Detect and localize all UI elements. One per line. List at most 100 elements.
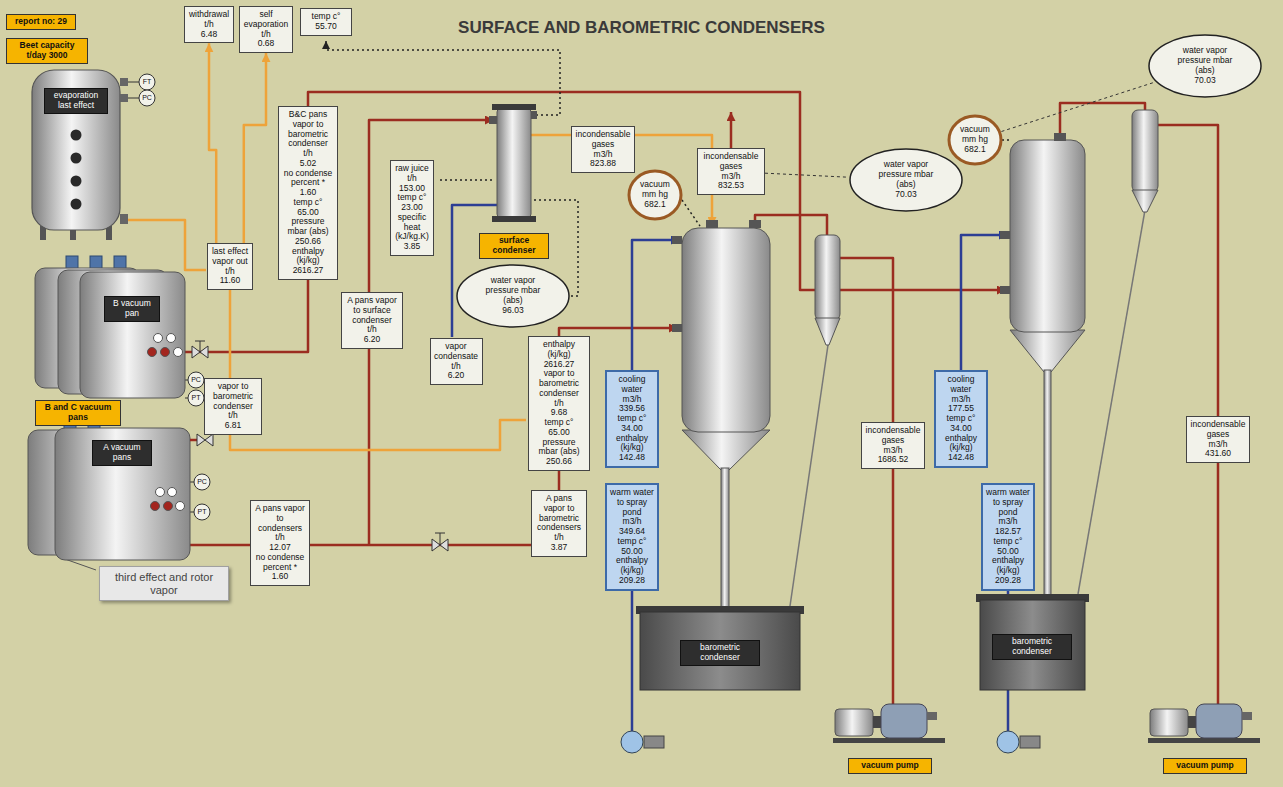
text-stack: cooling waterm3/h339.56temp c°34.00entha…	[610, 375, 654, 463]
vacuum-pan	[156, 488, 165, 497]
vacuum-pump-symbol	[833, 704, 1260, 743]
text-stack: vacuummm hg682.1	[639, 180, 671, 209]
equipment-tag: vacuum pump	[1163, 758, 1247, 774]
instrument-tag: FT	[137, 77, 157, 87]
flow-box: self evaporationt/h0.68	[239, 6, 293, 53]
node-text: 823.88	[575, 159, 631, 169]
node-text: mm hg	[639, 190, 671, 200]
text-stack: vacuummm hg682.1	[959, 125, 991, 154]
node-text: 349.64	[610, 527, 654, 537]
node-text: 1.60	[254, 572, 306, 582]
text-stack: last effect vapor outt/h11.60	[211, 247, 249, 286]
signal-line	[326, 41, 1009, 296]
evaporator-vessel	[32, 70, 120, 230]
node-text: 11.60	[211, 276, 249, 286]
node-text: 142.48	[939, 453, 983, 463]
barometric-condenser	[1132, 190, 1158, 212]
vacuum-pan	[28, 416, 448, 560]
pressure-ellipse: water vapor pressure mbar (abs)96.03	[455, 263, 571, 329]
vacuum-pan	[55, 428, 190, 560]
evaporator-vessel	[71, 153, 82, 164]
evaporator-vessel	[71, 176, 82, 187]
node-text: water vapor pressure mbar (abs)	[1168, 46, 1242, 75]
node-text: t/h	[188, 20, 230, 30]
node-text: evaporation last effect	[48, 91, 104, 111]
node-text: warm water to spray pond	[986, 488, 1030, 517]
node-text: 339.56	[610, 404, 654, 414]
surface-condenser	[492, 104, 536, 110]
node-text: A vacuum pans	[96, 443, 148, 463]
node-text: 96.03	[476, 306, 550, 316]
barometric-condenser	[815, 235, 840, 320]
equipment-tag: surface condenser	[479, 233, 549, 259]
water-data-box: cooling waterm3/h339.56temp c°34.00entha…	[605, 370, 659, 468]
flow-box: vapor to barometric condensert/h6.81	[204, 378, 262, 435]
flow-box: A pans vapor to surface condensert/h6.20	[341, 292, 403, 349]
text-stack: B vacuum pan	[108, 299, 156, 319]
node-text: t/h	[243, 30, 289, 40]
node-text: enthalpy (kj/kg)	[610, 556, 654, 576]
node-text: 34.00	[610, 424, 654, 434]
node-text: 70.03	[1168, 76, 1242, 86]
vapor-pipe	[1158, 125, 1218, 704]
barometric-condenser	[1000, 231, 1010, 239]
vapor-pipe	[755, 215, 827, 235]
node-text: raw juice	[394, 164, 430, 174]
node-text: 50.00	[986, 547, 1030, 557]
instrument-tag: PT	[186, 393, 206, 403]
text-stack: third effect and rotor vapor	[106, 571, 222, 596]
vapor-pipe	[730, 112, 733, 148]
juice-data-box: raw juicet/h153.00temp c°23.00specific h…	[390, 160, 434, 256]
node-text: temp c°	[610, 537, 654, 547]
vessel-plate: barometric condenser	[992, 634, 1072, 660]
text-stack: incondensable gasesm3/h1686.52	[865, 426, 921, 465]
node-text: m3/h	[986, 517, 1030, 527]
text-stack: A pans vapor to barometric condenserst/h…	[535, 494, 583, 553]
gas-flow-box: incondensable gasesm3/h1686.52	[861, 422, 925, 469]
text-stack: barometric condenser	[996, 637, 1068, 657]
node-text: incondensable gases	[865, 426, 921, 446]
node-text: Beet capacity t/day 3000	[11, 41, 83, 61]
vacuum-pan	[167, 334, 176, 343]
vacuum-pump-symbol	[835, 709, 873, 736]
node-text: mm hg	[959, 135, 991, 145]
vapor-pipe	[840, 258, 893, 704]
vacuum-pan	[164, 502, 173, 511]
barometric-condenser	[976, 110, 1158, 753]
evaporator-vessel	[71, 130, 82, 141]
node-text: vapor to barometric condenser	[532, 369, 586, 398]
vacuum-pump-symbol	[1150, 709, 1188, 736]
node-text: temp c°	[939, 414, 983, 424]
gas-flow-box: incondensable gasesm3/h431.60	[1186, 416, 1250, 463]
vapor-pipe	[244, 53, 266, 243]
capacity-tag: Beet capacity t/day 3000	[6, 38, 88, 64]
text-stack: Beet capacity t/day 3000	[11, 41, 83, 61]
vacuum-pump-symbol	[833, 738, 945, 743]
node-text: 23.00	[394, 203, 430, 213]
text-stack: enthalpy (kj/kg)2616.27vapor to barometr…	[532, 340, 586, 467]
flow-box: A pans vapor to condenserst/h12.07no con…	[250, 500, 310, 586]
node-text: specific heat (kJ/kg.K)	[394, 213, 430, 242]
drain-line	[62, 210, 1145, 606]
node-text: incondensable gases	[701, 152, 761, 172]
surface-condenser	[489, 116, 497, 124]
vacuum-pump-symbol	[873, 716, 881, 728]
barometric-condenser	[815, 318, 840, 345]
node-text: third effect and rotor vapor	[106, 571, 222, 596]
evaporator-vessel	[120, 78, 128, 86]
node-text: 2616.27	[282, 266, 334, 276]
surface-condenser	[497, 108, 531, 218]
vacuum-pan	[176, 502, 185, 511]
vessel-plate: A vacuum pans	[92, 440, 152, 466]
evaporator-vessel	[32, 70, 128, 240]
node-text: water vapor pressure mbar (abs)	[869, 160, 943, 189]
node-text: 250.66	[282, 237, 334, 247]
vacuum-pan	[148, 348, 157, 357]
barometric-condenser	[997, 731, 1019, 753]
text-stack: vapor to barometric condensert/h6.81	[208, 382, 258, 431]
node-text: 0.68	[243, 39, 289, 49]
water-data-box: warm water to spray pondm3/h182.57temp c…	[981, 483, 1035, 591]
node-text: t/h	[208, 411, 258, 421]
vapor-data-box: B&C pans vapor to barometric condensert/…	[278, 106, 338, 280]
equipment-tag: vacuum pump	[848, 758, 932, 774]
